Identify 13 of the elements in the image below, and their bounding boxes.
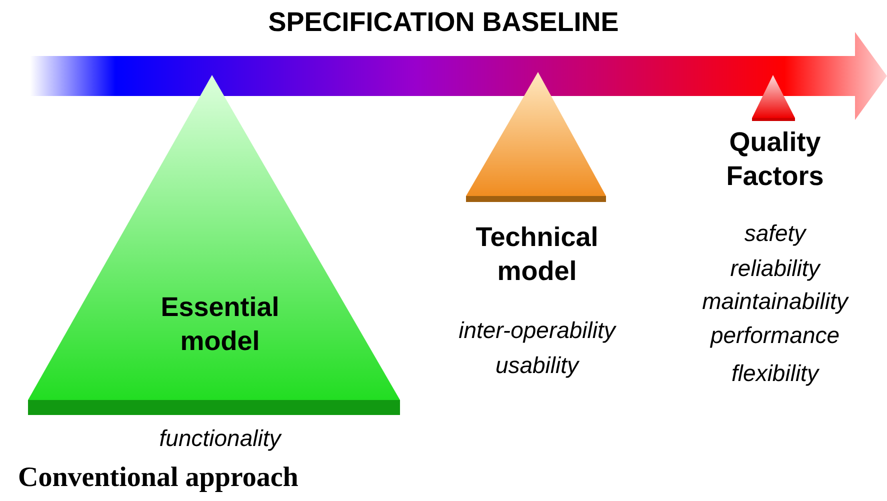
attribute-label: safety	[743, 220, 808, 246]
attribute-label: functionality	[158, 425, 283, 451]
model-heading: Technical model	[474, 221, 600, 288]
attribute-label: usability	[494, 352, 580, 378]
model-heading: Essential model	[160, 291, 280, 358]
attribute-label: flexibility	[730, 360, 820, 386]
caption: Conventional approach	[18, 462, 298, 494]
attribute-label: performance	[709, 322, 841, 348]
attribute-label: inter-operability	[458, 317, 618, 343]
model-heading: Quality Factors	[725, 126, 825, 193]
attribute-label: reliability	[729, 255, 822, 281]
title: SPECIFICATION BASELINE	[267, 6, 620, 38]
attribute-label: maintainability	[701, 288, 850, 314]
